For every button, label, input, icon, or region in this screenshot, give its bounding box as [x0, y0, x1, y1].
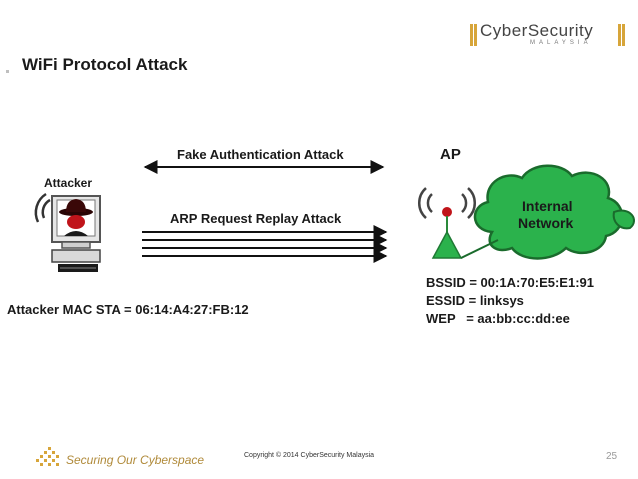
page-number: 25 [606, 451, 618, 462]
attacker-computer-icon [34, 192, 101, 272]
network-label-line1: Internal [522, 198, 573, 214]
attacker-mac-text: Attacker MAC STA = 06:14:A4:27:FB:12 [7, 302, 249, 317]
title-marker [6, 70, 9, 73]
internal-network-cloud-icon [460, 164, 635, 260]
essid-text: ESSID = linksys [426, 293, 524, 308]
network-label-line2: Network [518, 215, 574, 231]
logo-bar-icon [474, 24, 477, 46]
footer-dots-icon [36, 447, 59, 466]
logo-bar-icon [622, 24, 625, 46]
arp-replay-attack-label: ARP Request Replay Attack [170, 211, 342, 226]
logo-name: CyberSecurity [480, 21, 594, 40]
logo-bar-icon [470, 24, 473, 46]
access-point-icon [417, 187, 477, 259]
logo-bar-icon [618, 24, 621, 46]
attacker-label: Attacker [44, 176, 93, 190]
copyright-text: Copyright © 2014 CyberSecurity Malaysia [244, 452, 375, 459]
wep-text: WEP = aa:bb:cc:dd:ee [426, 311, 570, 326]
cybersecurity-logo: CyberSecurity MALAYSIA [470, 21, 628, 50]
ap-info-block: BSSID = 00:1A:70:E5:E1:91 ESSID = linksy… [426, 274, 594, 328]
slide-title: WiFi Protocol Attack [22, 55, 188, 74]
logo-subtitle: MALAYSIA [530, 40, 592, 46]
bssid-text: BSSID = 00:1A:70:E5:E1:91 [426, 275, 594, 290]
fake-auth-attack-label: Fake Authentication Attack [177, 147, 344, 162]
arp-replay-arrows [142, 225, 388, 263]
ap-label: AP [440, 146, 461, 163]
footer-tagline: Securing Our Cyberspace [66, 453, 205, 467]
